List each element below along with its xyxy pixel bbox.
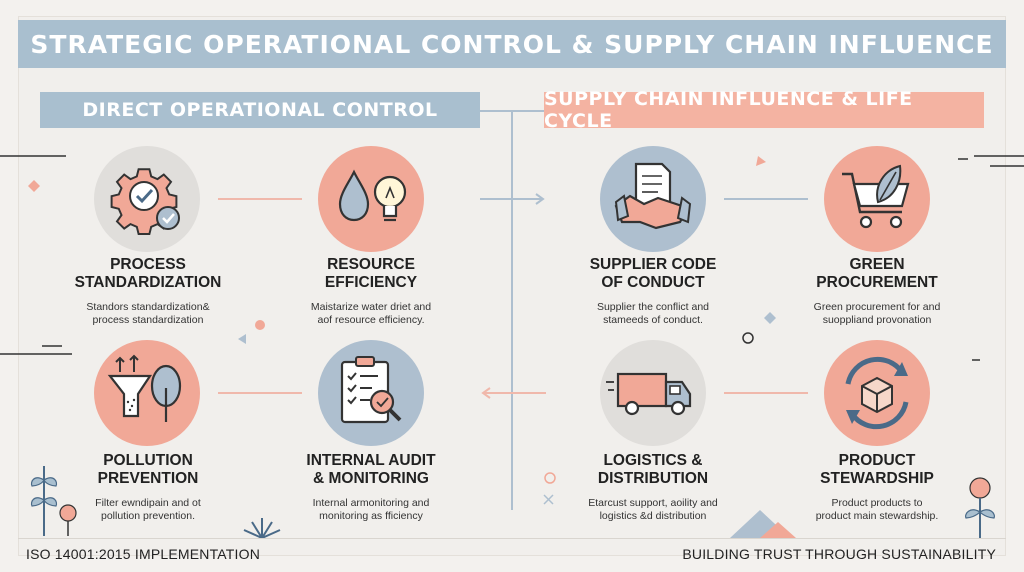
plant-left-decor — [30, 466, 77, 536]
item-green-procurement: GREEN PROCUREMENT Green procurement for … — [777, 256, 977, 327]
item-description: Supplier the conflict and stameeds of co… — [553, 301, 753, 327]
item-description: Internal armonitoring and monitoring as … — [271, 497, 471, 523]
arrow-right-icon — [480, 193, 545, 205]
filter-tree-icon — [107, 354, 182, 422]
desc-line-1: Maistarize water driet and — [310, 301, 432, 313]
item-title: INTERNAL AUDIT & MONITORING — [271, 452, 471, 488]
item-description: Maistarize water driet and aof resource … — [271, 301, 471, 327]
title-line-1: POLLUTION — [103, 452, 193, 469]
mountain-decor — [730, 510, 796, 538]
water-bulb-icon — [338, 169, 407, 222]
section-header-direct-control: DIRECT OPERATIONAL CONTROL — [40, 92, 480, 128]
supplier-code-icon-circle — [600, 146, 706, 252]
title-line-2: & MONITORING — [313, 470, 429, 487]
desc-line-1: Internal armonitoring and — [312, 497, 430, 509]
title-line-1: PROCESS — [110, 256, 186, 273]
resource-efficiency-icon-circle — [318, 146, 424, 252]
logistics-icon-circle — [600, 340, 706, 446]
process-standardization-icon-circle — [94, 146, 200, 252]
decor-shapes — [238, 156, 776, 505]
decor-left-lines — [0, 155, 72, 355]
desc-line-1: Filter ewndipain and ot — [95, 497, 201, 509]
desc-line-2: pollution prevention. — [101, 510, 195, 522]
cart-leaf-icon — [842, 164, 910, 229]
desc-line-2: product main stewardship. — [815, 510, 939, 522]
page-title: STRATEGIC OPERATIONAL CONTROL & SUPPLY C… — [18, 20, 1006, 68]
connector-pollution-audit — [218, 392, 302, 394]
desc-line-1: Supplier the conflict and — [596, 301, 710, 313]
title-line-2: EFFICIENCY — [324, 274, 418, 291]
item-supplier-code: SUPPLIER CODE OF CONDUCT Supplier the co… — [553, 256, 753, 327]
desc-line-2: logistics &d distribution — [599, 510, 707, 522]
grass-decor — [243, 518, 281, 538]
top-horizontal-connector — [480, 110, 544, 112]
green-procurement-icon-circle — [824, 146, 930, 252]
item-title: PRODUCT STEWARDSHIP — [777, 452, 977, 488]
center-vertical-connector — [511, 110, 513, 510]
pollution-prevention-icon-circle — [94, 340, 200, 446]
desc-line-1: Etarcust support, aoility and — [588, 497, 718, 509]
product-stewardship-icon-circle — [824, 340, 930, 446]
title-line-2: STEWARDSHIP — [820, 470, 934, 487]
title-line-1: PRODUCT — [838, 452, 916, 469]
item-description: Standors standardization& process standa… — [48, 301, 248, 327]
item-description: Green procurement for and suoppliand pro… — [777, 301, 977, 327]
desc-line-2: process standardization — [92, 314, 204, 326]
item-product-stewardship: PRODUCT STEWARDSHIP Product products to … — [777, 452, 977, 523]
clipboard-magnifier-icon — [340, 356, 402, 424]
handshake-document-icon — [614, 162, 692, 230]
title-line-2: PREVENTION — [97, 470, 199, 487]
item-title: RESOURCE EFFICIENCY — [271, 256, 471, 292]
item-description: Etarcust support, aoility and logistics … — [553, 497, 753, 523]
plant-right-decor — [965, 477, 995, 538]
footer-right-text: BUILDING TRUST THROUGH SUSTAINABILITY — [682, 546, 996, 562]
arrow-left-icon — [481, 387, 546, 399]
truck-icon — [606, 372, 692, 416]
desc-line-2: aof resource efficiency. — [317, 314, 425, 326]
footer-left-text: ISO 14001:2015 IMPLEMENTATION — [26, 546, 261, 562]
desc-line-1: Green procurement for and — [813, 301, 941, 313]
title-line-2: OF CONDUCT — [601, 274, 705, 291]
internal-audit-icon-circle — [318, 340, 424, 446]
item-description: Filter ewndipain and ot pollution preven… — [48, 497, 248, 523]
item-title: POLLUTION PREVENTION — [48, 452, 248, 488]
title-line-2: DISTRIBUTION — [597, 470, 709, 487]
item-logistics: LOGISTICS & DISTRIBUTION Etarcust suppor… — [553, 452, 753, 523]
item-title: SUPPLIER CODE OF CONDUCT — [553, 256, 753, 292]
item-title: LOGISTICS & DISTRIBUTION — [553, 452, 753, 488]
item-pollution-prevention: POLLUTION PREVENTION Filter ewndipain an… — [48, 452, 248, 523]
item-internal-audit: INTERNAL AUDIT & MONITORING Internal arm… — [271, 452, 471, 523]
title-line-1: GREEN — [849, 256, 905, 273]
title-line-2: PROCUREMENT — [816, 274, 938, 291]
item-title: PROCESS STANDARDIZATION — [48, 256, 248, 292]
connector-supplier-green — [724, 198, 808, 200]
footer-divider — [18, 538, 1006, 539]
desc-line-2: stameeds of conduct. — [603, 314, 703, 326]
gear-check-icon — [110, 168, 180, 235]
item-process-standardization: PROCESS STANDARDIZATION Standors standar… — [48, 256, 248, 327]
title-line-1: LOGISTICS & — [603, 452, 703, 469]
connector-process-resource — [218, 198, 302, 200]
title-line-1: INTERNAL AUDIT — [306, 452, 436, 469]
item-description: Product products to product main steward… — [777, 497, 977, 523]
desc-line-2: monitoring as fficiency — [319, 510, 423, 522]
item-resource-efficiency: RESOURCE EFFICIENCY Maistarize water dri… — [271, 256, 471, 327]
title-line-1: SUPPLIER CODE — [589, 256, 717, 273]
decor-right-lines — [958, 155, 1024, 361]
desc-line-1: Product products to — [831, 497, 923, 509]
title-line-1: RESOURCE — [327, 256, 415, 273]
section-header-supply-chain: SUPPLY CHAIN INFLUENCE & LIFE CYCLE — [544, 88, 984, 132]
item-title: GREEN PROCUREMENT — [777, 256, 977, 292]
desc-line-1: Standors standardization& — [86, 301, 210, 313]
desc-line-2: suoppliand provonation — [822, 314, 932, 326]
connector-logistics-stewardship — [724, 392, 808, 394]
title-line-2: STANDARDIZATION — [74, 274, 222, 291]
box-cycle-icon — [845, 356, 909, 430]
